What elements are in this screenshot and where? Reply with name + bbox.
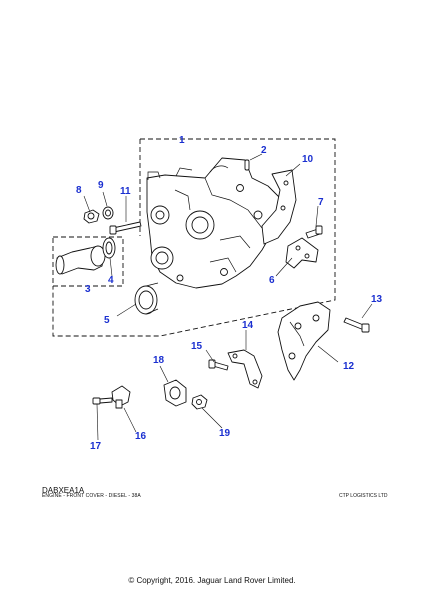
leader-lines <box>83 153 373 441</box>
callout-18: 18 <box>153 355 165 366</box>
callout-2: 2 <box>261 145 267 156</box>
bolt-part-7 <box>305 225 323 239</box>
outlet-housing-part-3 <box>55 245 106 275</box>
callout-10: 10 <box>302 154 314 165</box>
callout-13: 13 <box>371 294 383 305</box>
oil-seal-part-5 <box>134 282 159 315</box>
diagram-reference-code: DABXEA1A <box>42 486 85 495</box>
diagram-caption: ENGINE - FRONT COVER - DIESEL - 38A <box>42 493 141 499</box>
mounting-bracket-part-12 <box>277 301 331 381</box>
front-cover-part <box>146 157 286 289</box>
callout-9: 9 <box>98 180 104 191</box>
copyright-notice: © Copyright, 2016. Jaguar Land Rover Lim… <box>128 576 296 585</box>
clip-part-18 <box>163 379 187 407</box>
callout-14: 14 <box>242 320 254 331</box>
bolt-part-15 <box>208 359 229 371</box>
bolt-part-17 <box>92 397 113 405</box>
washer-part-9 <box>102 206 114 220</box>
bolt-part-11 <box>109 221 142 235</box>
callout-16: 16 <box>135 431 147 442</box>
bracket-part-14 <box>227 349 263 389</box>
o-ring-part-4 <box>102 237 116 259</box>
callout-15: 15 <box>191 341 203 352</box>
nut-part-19 <box>191 394 208 410</box>
callout-6: 6 <box>269 275 275 286</box>
assembly-boundary-1 <box>52 138 336 337</box>
callout-17: 17 <box>90 441 102 452</box>
callout-labels: 1 2 3 4 5 6 7 8 9 10 11 12 13 14 15 16 1… <box>76 135 383 452</box>
gasket-part <box>261 169 297 245</box>
dowel-pin-part <box>244 159 250 171</box>
publisher-credit: CTP LOGISTICS LTD <box>339 493 388 499</box>
callout-7: 7 <box>318 197 324 208</box>
callout-19: 19 <box>219 428 231 439</box>
nut-part-8 <box>83 209 100 224</box>
bracket-part-6 <box>285 237 319 269</box>
callout-8: 8 <box>76 185 82 196</box>
callout-5: 5 <box>104 315 110 326</box>
callout-4: 4 <box>108 275 114 286</box>
sensor-part-16 <box>111 385 131 409</box>
callout-1: 1 <box>179 135 185 146</box>
callout-11: 11 <box>120 186 131 197</box>
callout-3: 3 <box>85 284 91 295</box>
callout-12: 12 <box>343 361 355 372</box>
bolt-part-13 <box>343 317 370 333</box>
